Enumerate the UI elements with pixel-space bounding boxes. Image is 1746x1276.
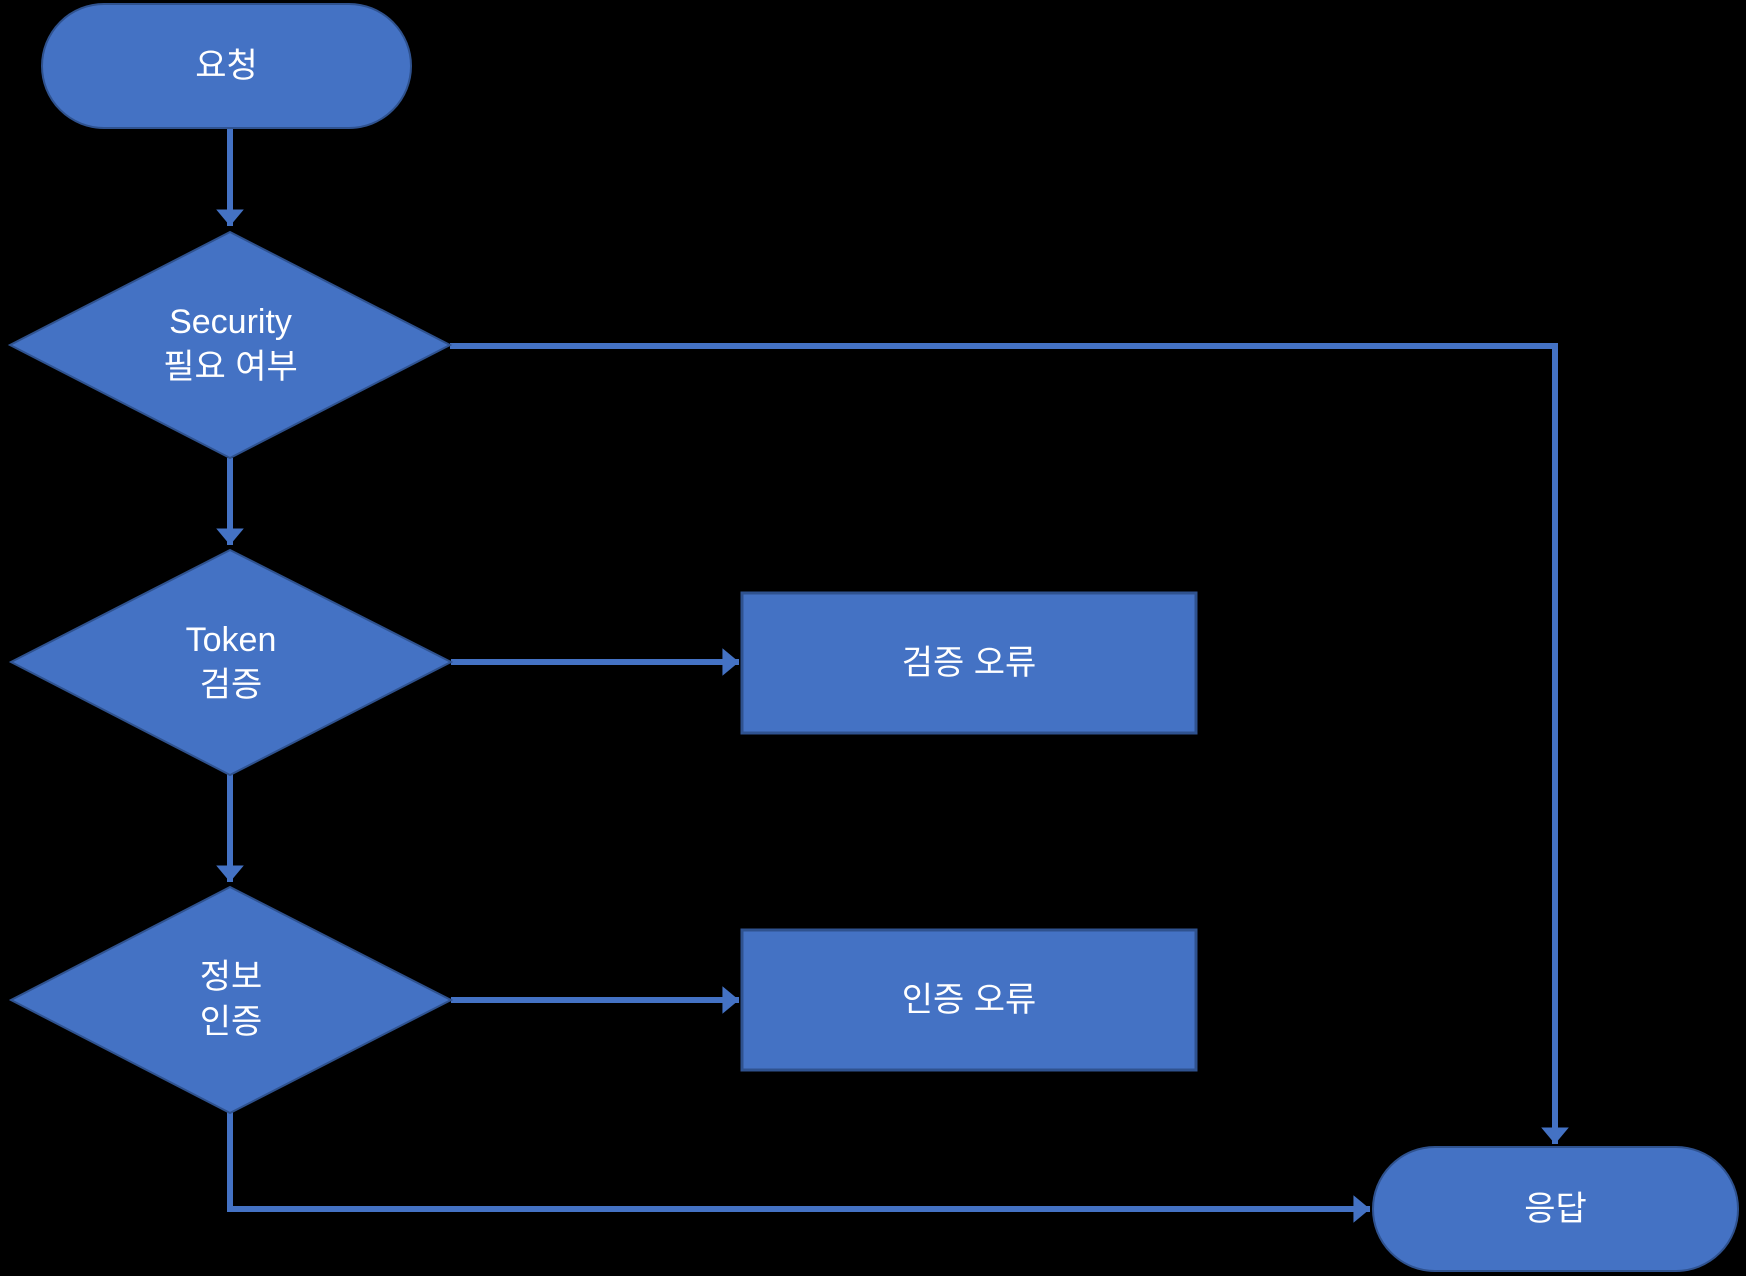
security-check-decision-shape	[7, 230, 453, 460]
request-terminator-shape	[41, 3, 412, 129]
edge-info-auth-to-response	[227, 1112, 1371, 1223]
info-auth-decision-shape	[8, 885, 454, 1115]
validation-error-process-shape	[740, 591, 1198, 735]
edge-security-to-response	[450, 343, 1569, 1145]
response-terminator-shape	[1372, 1146, 1739, 1272]
auth-error-process-shape	[740, 928, 1198, 1072]
token-check-decision-shape	[8, 548, 454, 777]
